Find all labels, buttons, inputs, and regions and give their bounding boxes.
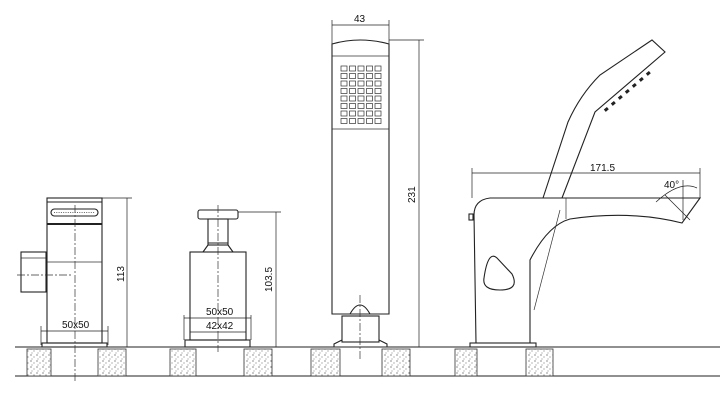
nozzle <box>357 73 365 79</box>
nozzle <box>645 70 651 76</box>
spray-nozzle-grid <box>340 65 382 124</box>
diverter-knob <box>20 251 47 293</box>
nozzle <box>603 106 609 112</box>
nozzle <box>357 118 365 124</box>
nozzle <box>374 88 382 94</box>
nozzle <box>340 88 348 94</box>
spout-angle-label: 40° <box>664 180 679 191</box>
nozzle <box>357 103 365 109</box>
lever-opening <box>483 255 515 291</box>
nozzle <box>340 73 348 79</box>
nozzle <box>340 80 348 87</box>
nozzle <box>357 95 365 102</box>
nozzle <box>349 95 356 102</box>
slot-icon <box>50 208 99 217</box>
nozzle <box>624 88 630 94</box>
nozzle <box>366 95 373 102</box>
nozzle <box>340 103 348 109</box>
spout-unit: 171.5 40° <box>468 39 702 348</box>
nozzle <box>366 73 373 79</box>
nozzle <box>610 100 616 106</box>
nozzle <box>349 65 356 72</box>
nozzle <box>349 80 356 87</box>
diverter-base-label: 50x50 <box>62 320 90 331</box>
nozzle <box>357 88 365 94</box>
nozzle <box>340 95 348 102</box>
side-spray-nozzles <box>603 70 651 112</box>
mixer-outer-label: 50x50 <box>206 307 234 318</box>
nozzle <box>366 65 373 72</box>
nozzle <box>349 88 356 94</box>
nozzle <box>357 80 365 87</box>
nozzle <box>374 73 382 79</box>
mixer-inner-label: 42x42 <box>206 321 234 332</box>
nozzle <box>617 94 623 100</box>
nozzle <box>366 103 373 109</box>
hand-shower-width-label: 43 <box>354 14 366 25</box>
deck-surface <box>15 346 720 377</box>
nozzle <box>374 103 382 109</box>
nozzle <box>366 110 373 117</box>
diverter-height-label: 113 <box>116 266 127 282</box>
mixer-unit: 50x50 42x42 103.5 <box>183 205 281 352</box>
nozzle <box>374 118 382 124</box>
nozzle <box>340 118 348 124</box>
nozzle <box>357 110 365 117</box>
nozzle <box>340 110 348 117</box>
hand-shower-height-label: 231 <box>407 186 418 203</box>
nozzle <box>374 80 382 87</box>
nozzle <box>366 80 373 87</box>
spout-length-label: 171.5 <box>590 163 615 174</box>
nozzle <box>631 82 637 88</box>
nozzle <box>366 118 373 124</box>
hand-shower-unit: 43 231 <box>331 14 424 360</box>
nozzle <box>349 110 356 117</box>
nozzle <box>340 65 348 72</box>
nozzle <box>349 118 356 124</box>
nozzle <box>349 103 356 109</box>
nozzle <box>349 73 356 79</box>
nozzle <box>374 110 382 117</box>
nozzle <box>374 65 382 72</box>
nozzle <box>366 88 373 94</box>
mixer-height-label: 103.5 <box>264 267 275 292</box>
diverter-unit: 50x50 113 <box>17 197 132 382</box>
nozzle <box>357 65 365 72</box>
nozzle <box>638 76 644 82</box>
nozzle <box>374 95 382 102</box>
